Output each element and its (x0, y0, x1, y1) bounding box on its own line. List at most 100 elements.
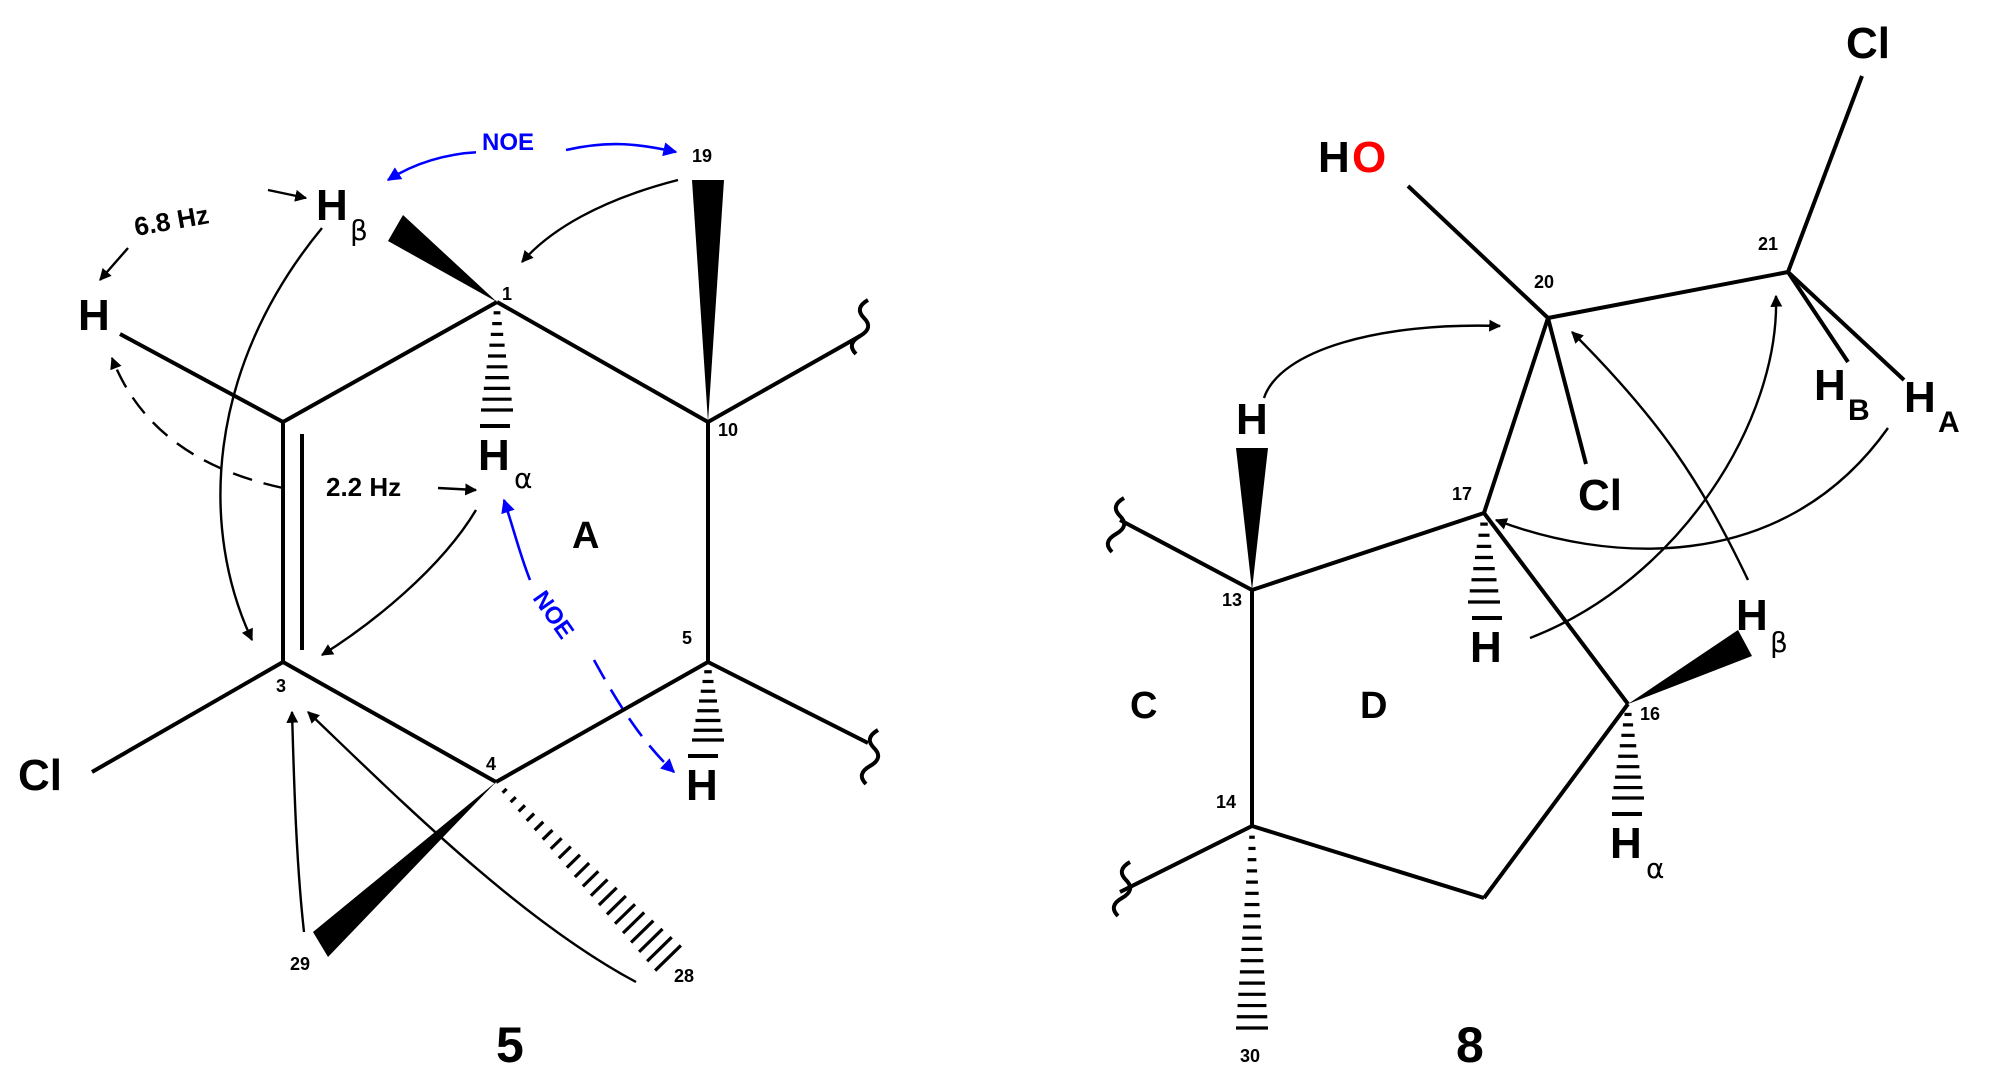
bond-c17-c20 (1482, 317, 1550, 514)
label-c5: 5 (682, 628, 692, 648)
hash-stroke (501, 787, 508, 794)
hash-stroke (645, 936, 673, 963)
label-c20: 20 (1534, 272, 1554, 292)
h13-atom: H (1236, 395, 1268, 444)
label-c10: 10 (718, 420, 738, 440)
wedge-c10-c19 (692, 180, 724, 422)
bond-c4-c3 (282, 660, 497, 784)
noe-arrow-left (386, 150, 481, 182)
ho-o-atom: O (1352, 133, 1386, 182)
hash-stroke (597, 886, 618, 907)
wavy-bond-c14 (1111, 860, 1133, 918)
bond-c20-oh (1406, 184, 1550, 320)
h5-atom: H (686, 761, 718, 810)
bond-c5-wavy (707, 660, 869, 745)
compound-8: H O Cl Cl H H H B H A H β H α 13 14 16 1… (1105, 19, 1960, 1073)
hash-stroke (621, 911, 646, 935)
arrow-ha-to-c17 (1494, 427, 1889, 550)
hbeta16-atom: H (1736, 591, 1768, 640)
bond-c21-hb (1786, 270, 1850, 364)
compound-8-label: 8 (1456, 1017, 1484, 1073)
compound-5-label: 5 (496, 1017, 524, 1073)
hash-stroke (613, 903, 637, 925)
cl-atom: Cl (18, 751, 62, 800)
hash-stroke (533, 820, 545, 832)
coupling-2.2hz: 2.2 Hz (326, 472, 401, 502)
bond-c20-c21 (1547, 270, 1789, 320)
label-c13: 13 (1222, 590, 1242, 610)
arrow-2.2hz-to-halpha (437, 483, 478, 496)
bond-c2-c1 (282, 300, 498, 424)
label-c19: 19 (692, 146, 712, 166)
label-c17: 17 (1452, 484, 1472, 504)
arrow-28-to-c3 (307, 711, 637, 984)
ha-atom: H (1904, 373, 1936, 422)
wavy-bond-c13 (1105, 496, 1127, 554)
arrow-h13-to-c20 (1262, 319, 1502, 399)
ho-h-atom: H (1318, 133, 1350, 182)
hash-stroke (654, 944, 682, 972)
bond-c15-c14 (1251, 824, 1485, 900)
arrow-hbeta-to-c3 (219, 227, 323, 642)
noe-arrow-down (592, 659, 676, 773)
hash-stroke (509, 795, 517, 804)
coupling-6.8hz: 6.8 Hz (132, 199, 211, 242)
label-c28: 28 (674, 966, 694, 986)
bond-c13-wavy (1119, 518, 1253, 592)
label-c4: 4 (486, 754, 496, 774)
bond-c16-c15 (1482, 702, 1630, 900)
hash-c5-h (692, 670, 724, 742)
noe-label-bg-top (476, 126, 560, 156)
wedge-c1-hbeta (388, 215, 497, 302)
ring-c-label: C (1130, 685, 1157, 727)
label-c21: 21 (1758, 234, 1778, 254)
hash-stroke (541, 828, 554, 841)
h-beta-atom: H (316, 181, 348, 230)
hbeta16-subscript: β (1770, 626, 1788, 659)
noe-arrow-up (501, 498, 532, 581)
label-c1: 1 (502, 284, 512, 304)
bond-c13-c17 (1251, 511, 1485, 592)
bond-c14-wavy (1119, 824, 1253, 894)
hash-stroke (605, 894, 627, 916)
hash-c16-halpha (1612, 712, 1644, 800)
bond-c2-h (119, 332, 284, 424)
bond-c10-wavy (707, 334, 861, 424)
halpha16-atom: H (1610, 819, 1642, 868)
bond-c3-cl (91, 660, 284, 774)
hash-stroke (637, 927, 664, 954)
noe-label-top: NOE (482, 129, 534, 156)
ring-a-label: A (572, 515, 599, 557)
hash-stroke (565, 853, 582, 869)
label-c30: 30 (1240, 1046, 1260, 1066)
bond-c21-cl (1786, 75, 1864, 273)
hash-stroke (549, 837, 563, 851)
hash-stroke (557, 845, 572, 860)
wedge-c4-c29 (313, 782, 496, 957)
bond-c20-cl (1546, 317, 1588, 465)
hash-c14-c30 (1236, 835, 1268, 1030)
hash-c4-c28 (501, 787, 682, 972)
hash-c1-halpha (481, 311, 513, 412)
hash-stroke (573, 861, 591, 879)
arrow-halpha-to-c3 (320, 509, 478, 657)
bond-c21-ha (1786, 270, 1906, 382)
h-alpha-subscript: α (514, 462, 532, 495)
arrow-h17-to-c21 (1529, 294, 1783, 640)
compound-5: Cl H H β H α H 1 3 4 5 10 19 28 29 6.8 H… (18, 126, 881, 1073)
hash-stroke (629, 919, 655, 944)
hash-c17-h (1468, 522, 1500, 604)
label-c14: 14 (1216, 792, 1236, 812)
halpha16-subscript: α (1646, 852, 1664, 885)
h-vinyl-atom: H (78, 291, 110, 340)
h-beta-subscript: β (350, 214, 368, 247)
arrow-19-to-c1 (521, 178, 679, 263)
noe-label-middle: NOE (527, 586, 579, 644)
h17-atom: H (1470, 623, 1502, 672)
h-alpha-atom: H (478, 431, 510, 480)
hash-stroke (581, 870, 600, 888)
ha-subscript: A (1938, 406, 1960, 439)
arrow-hbeta-to-c20 (1571, 331, 1750, 581)
